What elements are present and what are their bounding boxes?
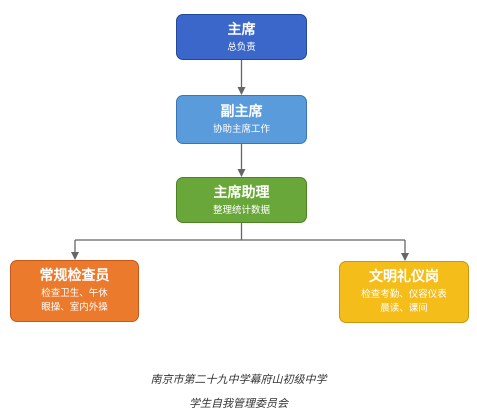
node-routine-title: 常规检查员 [39,268,110,284]
node-etiquette-post: 文明礼仪岗 检查考勤、仪容仪表 晨读、课间 [339,261,469,323]
node-vice-sub: 协助主席工作 [212,124,270,135]
node-routine-sub-line2: 眼操、室内外操 [41,302,108,313]
node-chairman: 主席 总负责 [176,14,307,60]
node-etiquette-title: 文明礼仪岗 [369,269,439,285]
node-vice-chairman: 副主席 协助主席工作 [176,95,307,144]
node-assistant-sub: 整理统计数据 [212,204,270,216]
caption-committee-name: 学生自我管理委员会 [189,397,288,410]
node-etiquette-sub-line2: 晨读、课间 [380,303,428,314]
caption-school-name: 南京市第二十九中学幕府山初级中学 [150,373,327,386]
node-routine-sub-line1: 检查卫生、午休 [41,288,108,299]
node-chairman-sub: 总负责 [227,41,256,53]
node-etiquette-sub-line1: 检查考勤、仪容仪表 [361,289,447,300]
node-routine-inspector: 常规检查员 检查卫生、午休 眼操、室内外操 [10,260,139,322]
node-chairman-title: 主席 [227,21,256,38]
node-chairman-assistant: 主席助理 整理统计数据 [176,177,307,223]
node-vice-title: 副主席 [220,104,263,120]
node-assistant-title: 主席助理 [213,184,270,201]
